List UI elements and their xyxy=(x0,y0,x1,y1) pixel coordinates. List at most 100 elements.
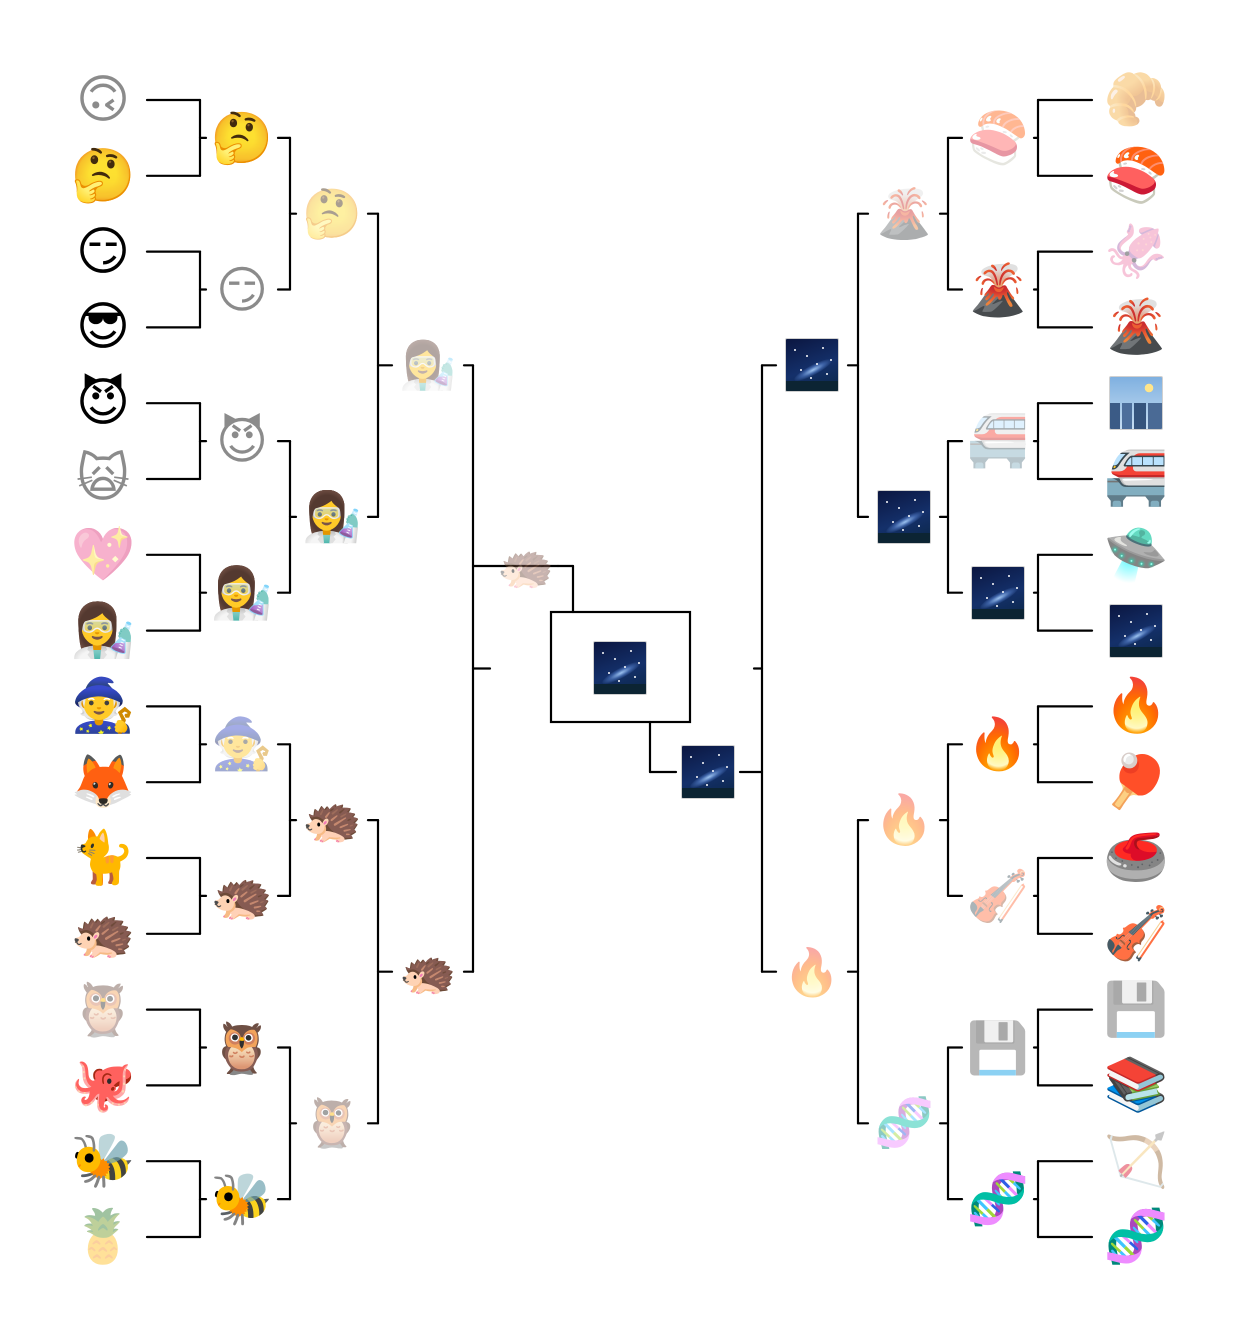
left-round2-entry-6: 🦔 xyxy=(210,864,274,928)
entry-emoji: 🎻 xyxy=(966,866,1030,925)
right-round2-entry-1: 🍣 xyxy=(966,106,1030,170)
entry-emoji: 🦉 xyxy=(210,1018,274,1077)
milky-way-icon xyxy=(785,338,839,393)
left-round2-entry-5: 🧙 xyxy=(210,712,274,776)
entry-emoji: 😈 xyxy=(75,373,131,434)
right-round3-entry-4: 🧬 xyxy=(872,1091,936,1155)
entry-emoji: 🐈 xyxy=(70,828,136,888)
entry-emoji: 🤔 xyxy=(302,185,362,242)
left-round3-entry-4: 🦉 xyxy=(300,1091,364,1155)
entry-emoji: 🏹 xyxy=(1103,1131,1169,1192)
left-round5-entry-1: 🦔 xyxy=(494,534,558,598)
entry-emoji: 🥐 xyxy=(1103,70,1169,130)
entry-emoji: 🦉 xyxy=(302,1095,362,1152)
left-round1-entry-15: 🐝 xyxy=(70,1129,136,1193)
left-round1-entry-11: 🐈 xyxy=(70,826,136,890)
entry-emoji: 👩‍🔬 xyxy=(210,563,274,622)
entry-emoji: 😏 xyxy=(75,221,131,282)
entry-emoji: 😏 xyxy=(215,260,269,319)
left-round1-entry-16: 🍍 xyxy=(70,1205,136,1269)
entry-emoji: 🤔 xyxy=(70,145,136,206)
left-round2-entry-8: 🐝 xyxy=(210,1167,274,1231)
right-round1-entry-3: 🦑 xyxy=(1104,220,1169,284)
right-round1-entry-10: 🏓 xyxy=(1103,750,1169,814)
entry-emoji: 🦔 xyxy=(302,792,362,849)
right-round2-entry-2: 🌋 xyxy=(966,258,1030,322)
right-round1-entry-5 xyxy=(1104,371,1168,435)
entry-emoji: 🔥 xyxy=(966,715,1030,774)
left-round1-entry-5: 😈 xyxy=(71,371,135,435)
left-round4-entry-2: 🦔 xyxy=(396,940,460,1004)
left-round1-entry-12: 🦔 xyxy=(70,902,136,966)
left-round1-entry-3: 😏 xyxy=(71,220,135,284)
entry-emoji: 🔥 xyxy=(783,944,841,999)
left-round1-entry-4: 😎 xyxy=(71,295,135,359)
right-round2-entry-5: 🔥 xyxy=(966,712,1030,776)
right-round2-entry-4 xyxy=(966,561,1030,625)
champion xyxy=(588,636,652,700)
entry-emoji: 👩‍🔬 xyxy=(302,488,362,545)
left-round2-entry-7: 🦉 xyxy=(210,1016,274,1080)
right-round2-entry-3: 🚝 xyxy=(966,409,1030,473)
entry-emoji: 🧙 xyxy=(70,676,136,737)
left-round1-entry-14: 🐙 xyxy=(71,1053,136,1117)
entry-emoji: 🧬 xyxy=(966,1170,1030,1229)
left-round3-entry-3: 🦔 xyxy=(300,788,364,852)
left-round1-entry-8: 👩‍🔬 xyxy=(70,599,136,663)
left-round1-entry-13: 🦉 xyxy=(70,978,136,1042)
left-round2-entry-4: 👩‍🔬 xyxy=(210,561,274,625)
left-round1-entry-10: 🦊 xyxy=(71,750,136,814)
entry-emoji: 🐝 xyxy=(210,1170,274,1229)
right-round1-entry-9: 🔥 xyxy=(1104,674,1169,738)
right-round3-entry-1: 🌋 xyxy=(872,182,936,246)
entry-emoji: 🧬 xyxy=(874,1095,934,1152)
entry-emoji: 🙃 xyxy=(75,70,131,130)
entry-emoji: 🧬 xyxy=(1103,1207,1169,1267)
left-round2-entry-2: 😏 xyxy=(210,258,274,322)
night-with-stars-icon xyxy=(1109,376,1163,431)
right-round1-entry-13: 💾 xyxy=(1104,978,1169,1042)
entry-emoji: 🦔 xyxy=(210,866,274,925)
entry-emoji: 🛸 xyxy=(1103,524,1169,585)
right-round3-entry-3: 🔥 xyxy=(872,788,936,852)
left-round1-entry-9: 🧙 xyxy=(70,674,136,738)
right-round3-entry-2 xyxy=(872,485,936,549)
milky-way-icon xyxy=(1109,603,1163,658)
entry-emoji: 🦔 xyxy=(399,944,457,999)
right-round2-entry-7: 💾 xyxy=(966,1016,1030,1080)
right-round1-entry-7: 🛸 xyxy=(1103,523,1169,587)
entry-emoji: 🍍 xyxy=(70,1207,136,1267)
entry-emoji: 💖 xyxy=(70,524,136,585)
entry-emoji: 🤔 xyxy=(210,108,274,167)
entry-emoji: 🐝 xyxy=(70,1131,136,1192)
entry-emoji: 🔥 xyxy=(874,792,934,849)
right-round1-entry-12: 🎻 xyxy=(1104,902,1169,966)
entry-emoji: 👩‍🔬 xyxy=(70,600,136,661)
left-round4-entry-1: 👩‍🔬 xyxy=(396,333,460,397)
left-round1-entry-7: 💖 xyxy=(70,523,136,587)
entry-emoji: 🌋 xyxy=(874,185,934,242)
left-round2-entry-3: 😈 xyxy=(210,409,274,473)
left-round3-entry-1: 🤔 xyxy=(300,182,364,246)
left-round2-entry-1: 🤔 xyxy=(210,106,274,170)
right-round1-entry-1: 🥐 xyxy=(1103,68,1169,132)
right-round2-entry-8: 🧬 xyxy=(966,1167,1030,1231)
entry-emoji: 🙀 xyxy=(75,449,131,509)
right-round4-entry-2: 🔥 xyxy=(780,940,844,1004)
left-round3-entry-2: 👩‍🔬 xyxy=(300,485,364,549)
right-round1-entry-6: 🚝 xyxy=(1103,447,1169,511)
entry-emoji: 🦉 xyxy=(70,979,136,1040)
milky-way-icon xyxy=(593,641,647,695)
entry-emoji: 🦔 xyxy=(70,903,136,964)
right-round1-entry-2: 🍣 xyxy=(1104,144,1169,208)
entry-emoji: 🚝 xyxy=(966,412,1030,471)
right-round1-entry-14: 📚 xyxy=(1104,1053,1169,1117)
right-round4-entry-1 xyxy=(780,333,844,397)
milky-way-icon xyxy=(681,745,735,799)
right-round1-entry-15: 🏹 xyxy=(1103,1129,1169,1193)
entry-emoji: 🚝 xyxy=(1103,449,1169,509)
entry-emoji: 🏓 xyxy=(1103,752,1169,813)
milky-way-icon xyxy=(971,565,1025,620)
